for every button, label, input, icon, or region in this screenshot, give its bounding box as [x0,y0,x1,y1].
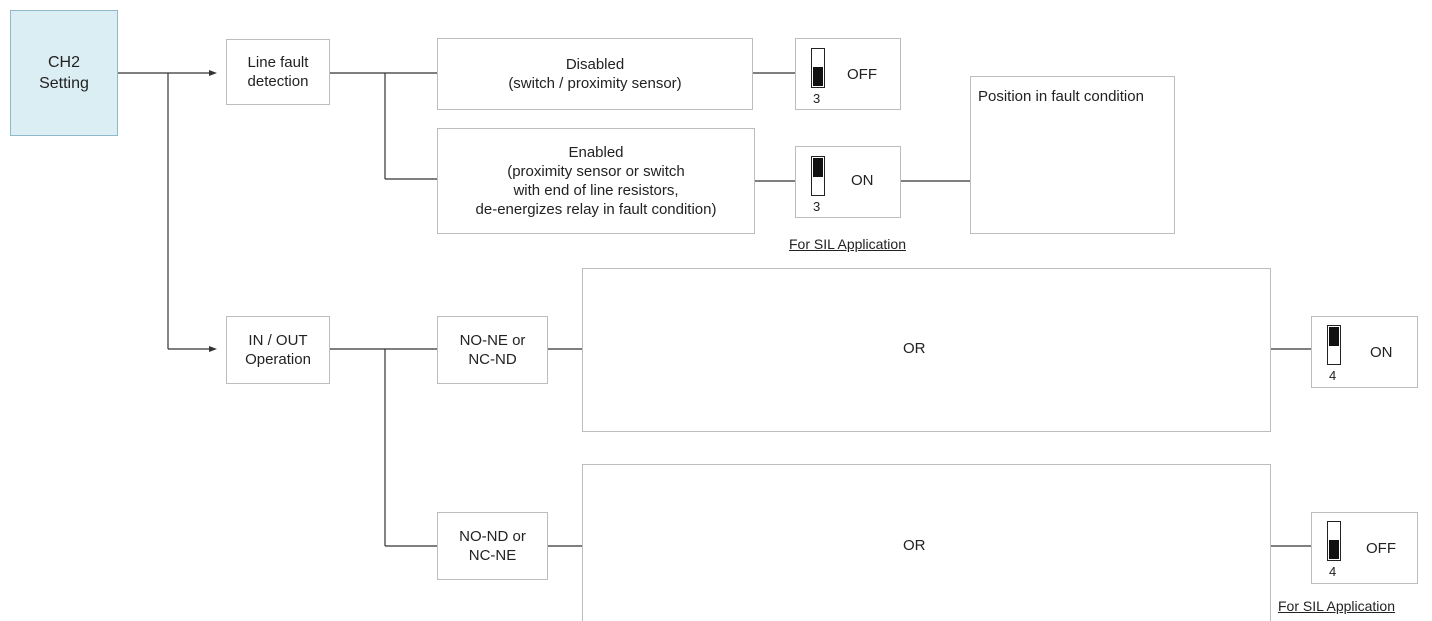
switch-state-label: ON [1370,344,1393,361]
dip-switch-4-on [1327,325,1341,365]
line-fault-detection-box: Line fault detection [226,39,330,105]
switch-number-label: 4 [1329,564,1337,579]
switch-number-label: 3 [813,91,821,106]
switch-number-label: 3 [813,199,821,214]
contact-panel-b [582,464,1271,621]
dip-switch-3-off [811,48,825,88]
sil-application-note: For SIL Application [1278,598,1395,614]
or-label: OR [903,537,926,554]
arrowhead [209,346,217,352]
switch-state-label: OFF [1366,540,1396,557]
switch-state-label: OFF [847,66,877,83]
fault-position-box [970,76,1175,234]
io-operation-box: IN / OUT Operation [226,316,330,384]
switch-number-label: 4 [1329,368,1337,383]
enabled-option-box: Enabled (proximity sensor or switch with… [437,128,755,234]
dip-switch-4-off [1327,521,1341,561]
or-label: OR [903,340,926,357]
fault-position-title: Position in fault condition [978,88,1144,105]
option-no-nd-nc-ne-box: NO-ND or NC-NE [437,512,548,580]
option-no-ne-nc-nd-box: NO-NE or NC-ND [437,316,548,384]
dip-switch-3-on [811,156,825,196]
ch2-setting-box: CH2 Setting [10,10,118,136]
switch-state-label: ON [851,172,874,189]
arrowhead [209,70,217,76]
disabled-option-box: Disabled (switch / proximity sensor) [437,38,753,110]
sil-application-note: For SIL Application [789,236,906,252]
contact-panel-a [582,268,1271,432]
